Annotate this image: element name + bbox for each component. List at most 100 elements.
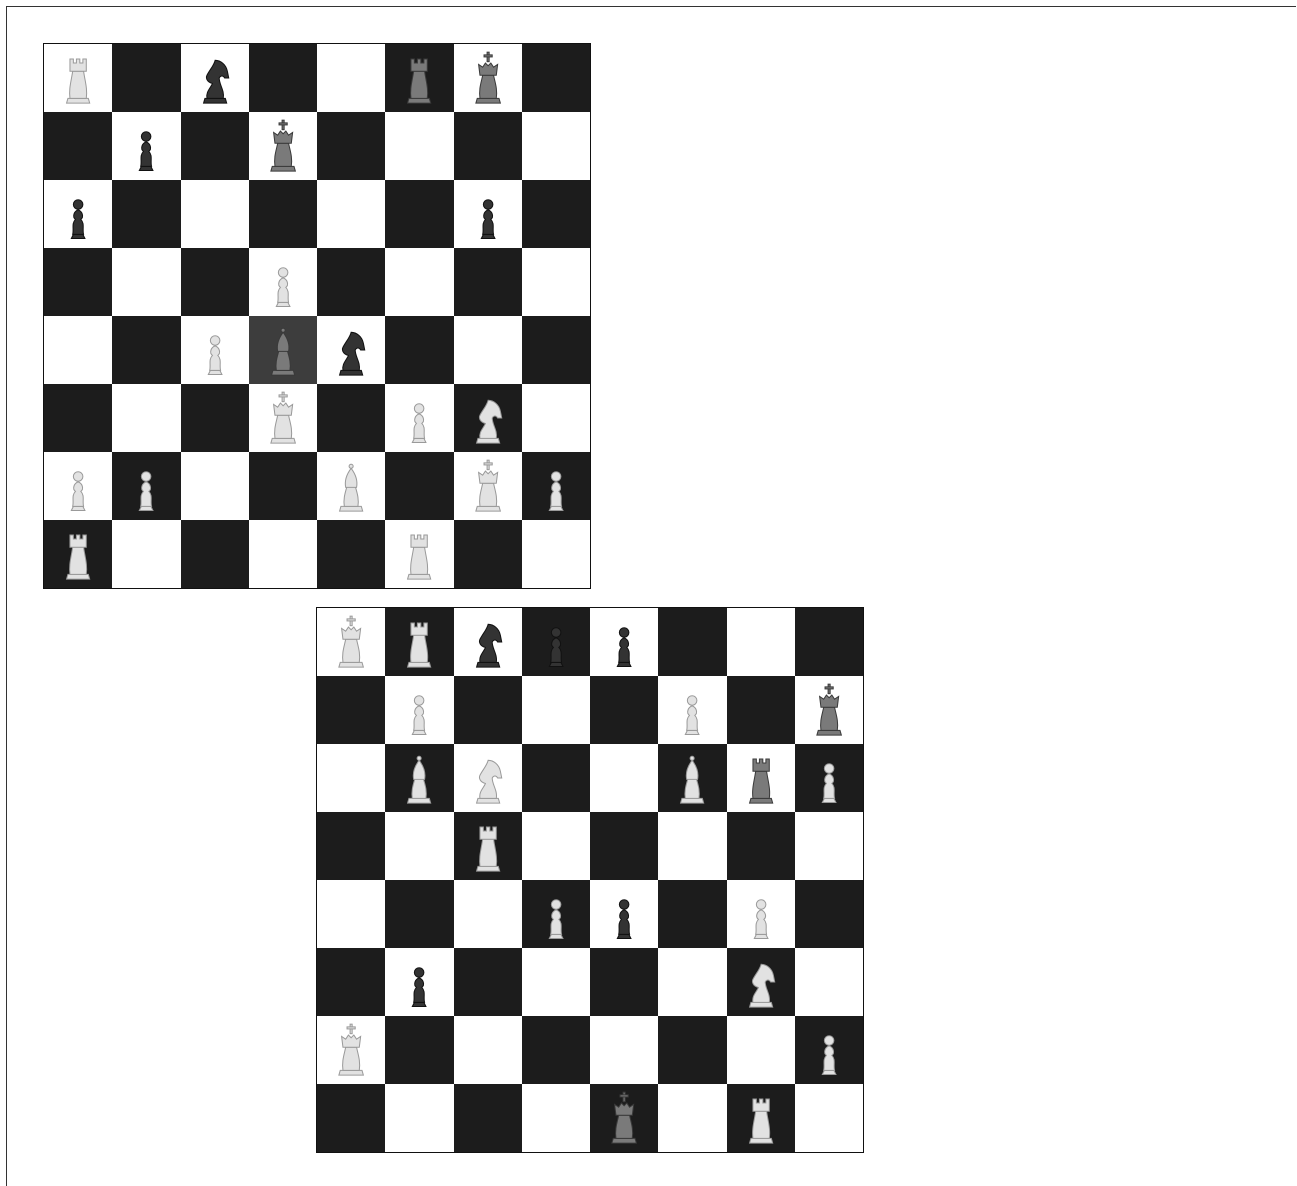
white-pawn-icon[interactable] — [727, 880, 795, 948]
square-r4-c3[interactable] — [454, 812, 522, 880]
gray-king-icon[interactable] — [590, 1084, 658, 1152]
square-r1-c3[interactable] — [454, 608, 522, 676]
square-r1-c5[interactable] — [590, 608, 658, 676]
square-r1-c3[interactable] — [181, 44, 249, 112]
square-r5-c3[interactable] — [181, 316, 249, 384]
square-r1-c7[interactable] — [727, 608, 795, 676]
white-knight-icon[interactable] — [454, 744, 522, 812]
square-r3-c7[interactable] — [454, 180, 522, 248]
square-r3-c5[interactable] — [317, 180, 385, 248]
square-r3-c5[interactable] — [590, 744, 658, 812]
square-r1-c7[interactable] — [454, 44, 522, 112]
white-pawn-icon[interactable] — [112, 452, 180, 520]
white-rook-icon[interactable] — [454, 812, 522, 880]
square-r6-c2[interactable] — [385, 948, 453, 1016]
square-r8-c7[interactable] — [454, 520, 522, 588]
white-pawn-icon[interactable] — [795, 744, 863, 812]
white-king-icon[interactable] — [317, 1016, 385, 1084]
square-r7-c7[interactable] — [454, 452, 522, 520]
square-r8-c8[interactable] — [522, 520, 590, 588]
gray-rook-icon[interactable] — [385, 44, 453, 112]
square-r5-c6[interactable] — [658, 880, 726, 948]
square-r2-c1[interactable] — [44, 112, 112, 180]
square-r8-c5[interactable] — [590, 1084, 658, 1152]
black-pawn-icon[interactable] — [44, 180, 112, 248]
square-r8-c1[interactable] — [44, 520, 112, 588]
square-r4-c4[interactable] — [249, 248, 317, 316]
square-r4-c6[interactable] — [385, 248, 453, 316]
black-pawn-icon[interactable] — [385, 948, 453, 1016]
square-r6-c5[interactable] — [590, 948, 658, 1016]
white-pawn-icon[interactable] — [44, 452, 112, 520]
square-r5-c1[interactable] — [44, 316, 112, 384]
square-r1-c6[interactable] — [385, 44, 453, 112]
square-r4-c1[interactable] — [317, 812, 385, 880]
square-r2-c3[interactable] — [454, 676, 522, 744]
square-r2-c5[interactable] — [590, 676, 658, 744]
white-pawn-icon[interactable] — [658, 676, 726, 744]
square-r7-c1[interactable] — [44, 452, 112, 520]
square-r6-c3[interactable] — [454, 948, 522, 1016]
white-pawn-icon[interactable] — [522, 452, 590, 520]
square-r1-c5[interactable] — [317, 44, 385, 112]
square-r7-c3[interactable] — [454, 1016, 522, 1084]
square-r8-c4[interactable] — [249, 520, 317, 588]
square-r3-c2[interactable] — [385, 744, 453, 812]
white-king-icon[interactable] — [454, 452, 522, 520]
square-r3-c3[interactable] — [181, 180, 249, 248]
white-king-icon[interactable] — [249, 384, 317, 452]
square-r2-c5[interactable] — [317, 112, 385, 180]
square-r2-c3[interactable] — [181, 112, 249, 180]
square-r3-c1[interactable] — [44, 180, 112, 248]
white-rook-icon[interactable] — [385, 520, 453, 588]
square-r3-c6[interactable] — [385, 180, 453, 248]
white-bishop-icon[interactable] — [658, 744, 726, 812]
white-pawn-icon[interactable] — [795, 1016, 863, 1084]
square-r7-c4[interactable] — [249, 452, 317, 520]
square-r5-c8[interactable] — [522, 316, 590, 384]
white-pawn-icon[interactable] — [249, 248, 317, 316]
square-r8-c6[interactable] — [658, 1084, 726, 1152]
square-r8-c2[interactable] — [385, 1084, 453, 1152]
square-r8-c4[interactable] — [522, 1084, 590, 1152]
black-knight-icon[interactable] — [317, 316, 385, 384]
square-r5-c8[interactable] — [795, 880, 863, 948]
square-r3-c4[interactable] — [522, 744, 590, 812]
square-r4-c7[interactable] — [454, 248, 522, 316]
square-r8-c1[interactable] — [317, 1084, 385, 1152]
square-r6-c4[interactable] — [249, 384, 317, 452]
square-r8-c5[interactable] — [317, 520, 385, 588]
square-r2-c8[interactable] — [795, 676, 863, 744]
square-r6-c7[interactable] — [454, 384, 522, 452]
square-r5-c6[interactable] — [385, 316, 453, 384]
square-r6-c1[interactable] — [44, 384, 112, 452]
square-r2-c7[interactable] — [727, 676, 795, 744]
square-r7-c8[interactable] — [522, 452, 590, 520]
square-r5-c5[interactable] — [317, 316, 385, 384]
square-r5-c3[interactable] — [454, 880, 522, 948]
white-pawn-icon[interactable] — [385, 676, 453, 744]
white-pawn-icon[interactable] — [522, 880, 590, 948]
square-r5-c7[interactable] — [454, 316, 522, 384]
square-r3-c3[interactable] — [454, 744, 522, 812]
square-r8-c2[interactable] — [112, 520, 180, 588]
white-bishop-icon[interactable] — [385, 744, 453, 812]
square-r7-c4[interactable] — [522, 1016, 590, 1084]
square-r3-c1[interactable] — [317, 744, 385, 812]
square-r3-c4[interactable] — [249, 180, 317, 248]
white-king-icon[interactable] — [317, 608, 385, 676]
square-r1-c1[interactable] — [44, 44, 112, 112]
square-r5-c5[interactable] — [590, 880, 658, 948]
black-knight-icon[interactable] — [454, 608, 522, 676]
square-r4-c7[interactable] — [727, 812, 795, 880]
square-r8-c8[interactable] — [795, 1084, 863, 1152]
square-r6-c6[interactable] — [658, 948, 726, 1016]
square-r3-c8[interactable] — [795, 744, 863, 812]
square-r7-c5[interactable] — [317, 452, 385, 520]
gray-king-icon[interactable] — [795, 676, 863, 744]
square-r1-c8[interactable] — [522, 44, 590, 112]
square-r4-c6[interactable] — [658, 812, 726, 880]
square-r6-c2[interactable] — [112, 384, 180, 452]
white-rook-icon[interactable] — [385, 608, 453, 676]
square-r6-c6[interactable] — [385, 384, 453, 452]
